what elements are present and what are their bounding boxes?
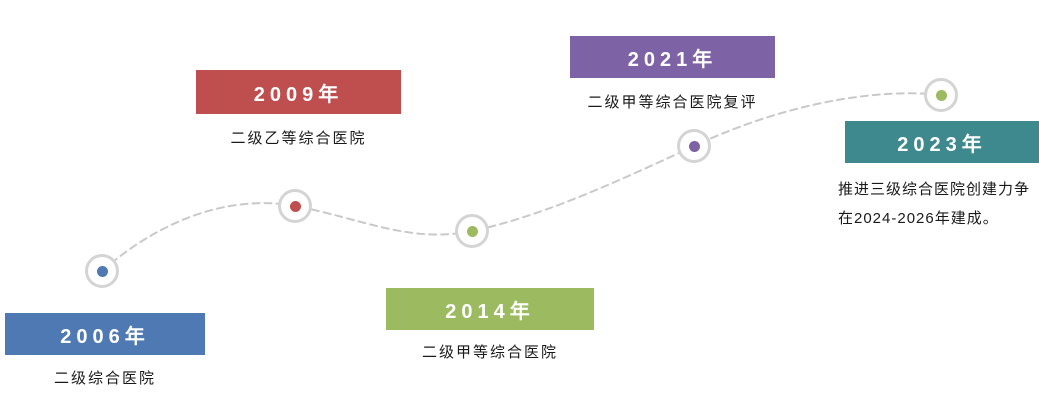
year-caption-2014: 二级甲等综合医院 — [421, 344, 558, 361]
node-dot-2014 — [466, 225, 478, 237]
year-caption-2023: 推进三级综合医院创建力争在2024-2026年建成。 — [838, 181, 1031, 227]
timeline-node-2021 — [677, 129, 711, 163]
dashed-path — [101, 92, 942, 272]
timeline-node-2006 — [85, 254, 119, 288]
year-caption-2009: 二级乙等综合医院 — [230, 130, 367, 147]
node-dot-2006 — [96, 265, 108, 277]
year-caption-2006: 二级综合医院 — [53, 370, 156, 387]
year-box-2006: 2006年 — [5, 313, 205, 355]
node-dot-2023 — [935, 89, 947, 101]
year-caption-2021: 二级甲等综合医院复评 — [587, 94, 758, 111]
node-dot-2021 — [688, 140, 700, 152]
year-box-2021: 2021年 — [570, 36, 775, 78]
node-dot-2009 — [289, 200, 301, 212]
timeline-node-2014 — [455, 214, 489, 248]
year-box-2009: 2009年 — [196, 70, 401, 114]
year-box-2014: 2014年 — [386, 288, 594, 330]
timeline-node-2009 — [278, 189, 312, 223]
year-box-2023: 2023年 — [845, 121, 1039, 163]
timeline-node-2023 — [924, 78, 958, 112]
